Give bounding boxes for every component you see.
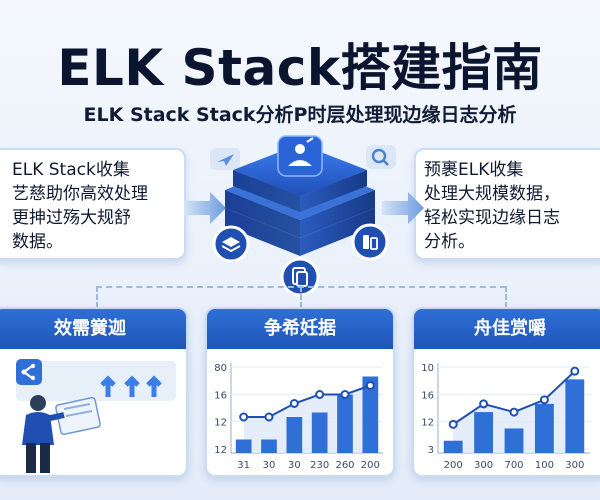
data-point — [264, 412, 274, 422]
bar — [311, 412, 328, 453]
y-tick-label: 12 — [214, 445, 227, 456]
y-tick-label: 3 — [428, 445, 434, 456]
bar — [235, 439, 252, 453]
x-tick-label: 200 — [444, 460, 463, 471]
connector-mid — [300, 286, 302, 308]
data-point — [289, 399, 299, 408]
bar — [534, 403, 554, 453]
bar — [565, 379, 585, 453]
x-tick-label: 31 — [237, 460, 250, 471]
plane-icon — [210, 148, 240, 170]
y-tick-label: 80 — [214, 363, 227, 374]
y-tick-label: 10 — [421, 363, 434, 374]
data-point — [340, 390, 350, 399]
bar — [286, 417, 303, 453]
bar — [362, 376, 379, 453]
x-tick-label: 200 — [361, 460, 380, 471]
x-tick-label: 100 — [535, 460, 554, 471]
y-tick-label: 12 — [214, 418, 227, 429]
page-subtitle: ELK Stack Stack分析P时层处理现边缘日志分析 — [83, 104, 517, 126]
data-point — [315, 390, 325, 399]
right-info-text: 预裹ELK收集 处理大规模数据， 轻松实现边缘日志 分析。 — [424, 160, 560, 252]
x-tick-label: 30 — [288, 460, 301, 471]
chart-1: 80 16 12 12 31 30 30 230 260 200 — [214, 363, 383, 471]
data-point — [509, 407, 519, 417]
feature-panel-2-title: 争希妊据 — [207, 309, 393, 349]
data-point — [365, 381, 375, 390]
y-tick-label: 12 — [421, 418, 434, 429]
battery-icon — [351, 223, 389, 261]
connector-right — [505, 286, 507, 308]
feature-panel-1: 效需黉迦 — [0, 307, 188, 477]
x-tick-label: 300 — [474, 460, 493, 471]
y-tick-label: 16 — [214, 390, 227, 401]
bar — [261, 439, 277, 453]
data-point — [539, 395, 549, 405]
data-point — [570, 366, 580, 376]
search-icon — [366, 145, 396, 169]
right-info-card: 预裹ELK收集 处理大规模数据， 轻松实现边缘日志 分析。 — [414, 148, 600, 260]
feature-panel-3: 舟佳赏嚼 10 16 12 3 200 300 700 100 300 — [412, 307, 600, 477]
x-tick-label: 700 — [504, 460, 523, 471]
data-point — [479, 399, 489, 409]
bar — [474, 412, 494, 453]
left-info-text: ELK Stack收集 艺慈助你高效处理 更抻过殇大规舒 数据。 — [12, 160, 148, 252]
feature-panel-3-title: 舟佳赏嚼 — [414, 309, 600, 349]
x-tick-label: 30 — [263, 460, 276, 471]
panel1-illustration — [16, 359, 176, 473]
data-point — [239, 412, 249, 422]
x-tick-label: 300 — [565, 460, 584, 471]
elk-stack-server-illustration — [225, 135, 375, 256]
bar — [337, 394, 353, 453]
bar — [443, 440, 463, 453]
left-arrow-icon — [184, 192, 226, 224]
page-title: ELK Stack搭建指南 — [57, 39, 543, 97]
left-info-card: ELK Stack收集 艺慈助你高效处理 更抻过殇大规舒 数据。 — [0, 148, 186, 260]
chart-2: 10 16 12 3 200 300 700 100 300 — [421, 363, 590, 471]
feature-panel-1-title: 效需黉迦 — [0, 309, 186, 349]
layers-icon — [212, 225, 250, 263]
right-arrow-icon — [382, 192, 424, 224]
y-tick-label: 16 — [421, 390, 434, 401]
x-tick-label: 260 — [335, 460, 354, 471]
bar — [504, 428, 524, 453]
feature-panel-2: 争希妊据 80 16 12 12 31 30 30 230 260 200 — [205, 307, 395, 477]
connector-left — [96, 286, 98, 308]
x-tick-label: 230 — [310, 460, 329, 471]
data-point — [448, 419, 458, 429]
